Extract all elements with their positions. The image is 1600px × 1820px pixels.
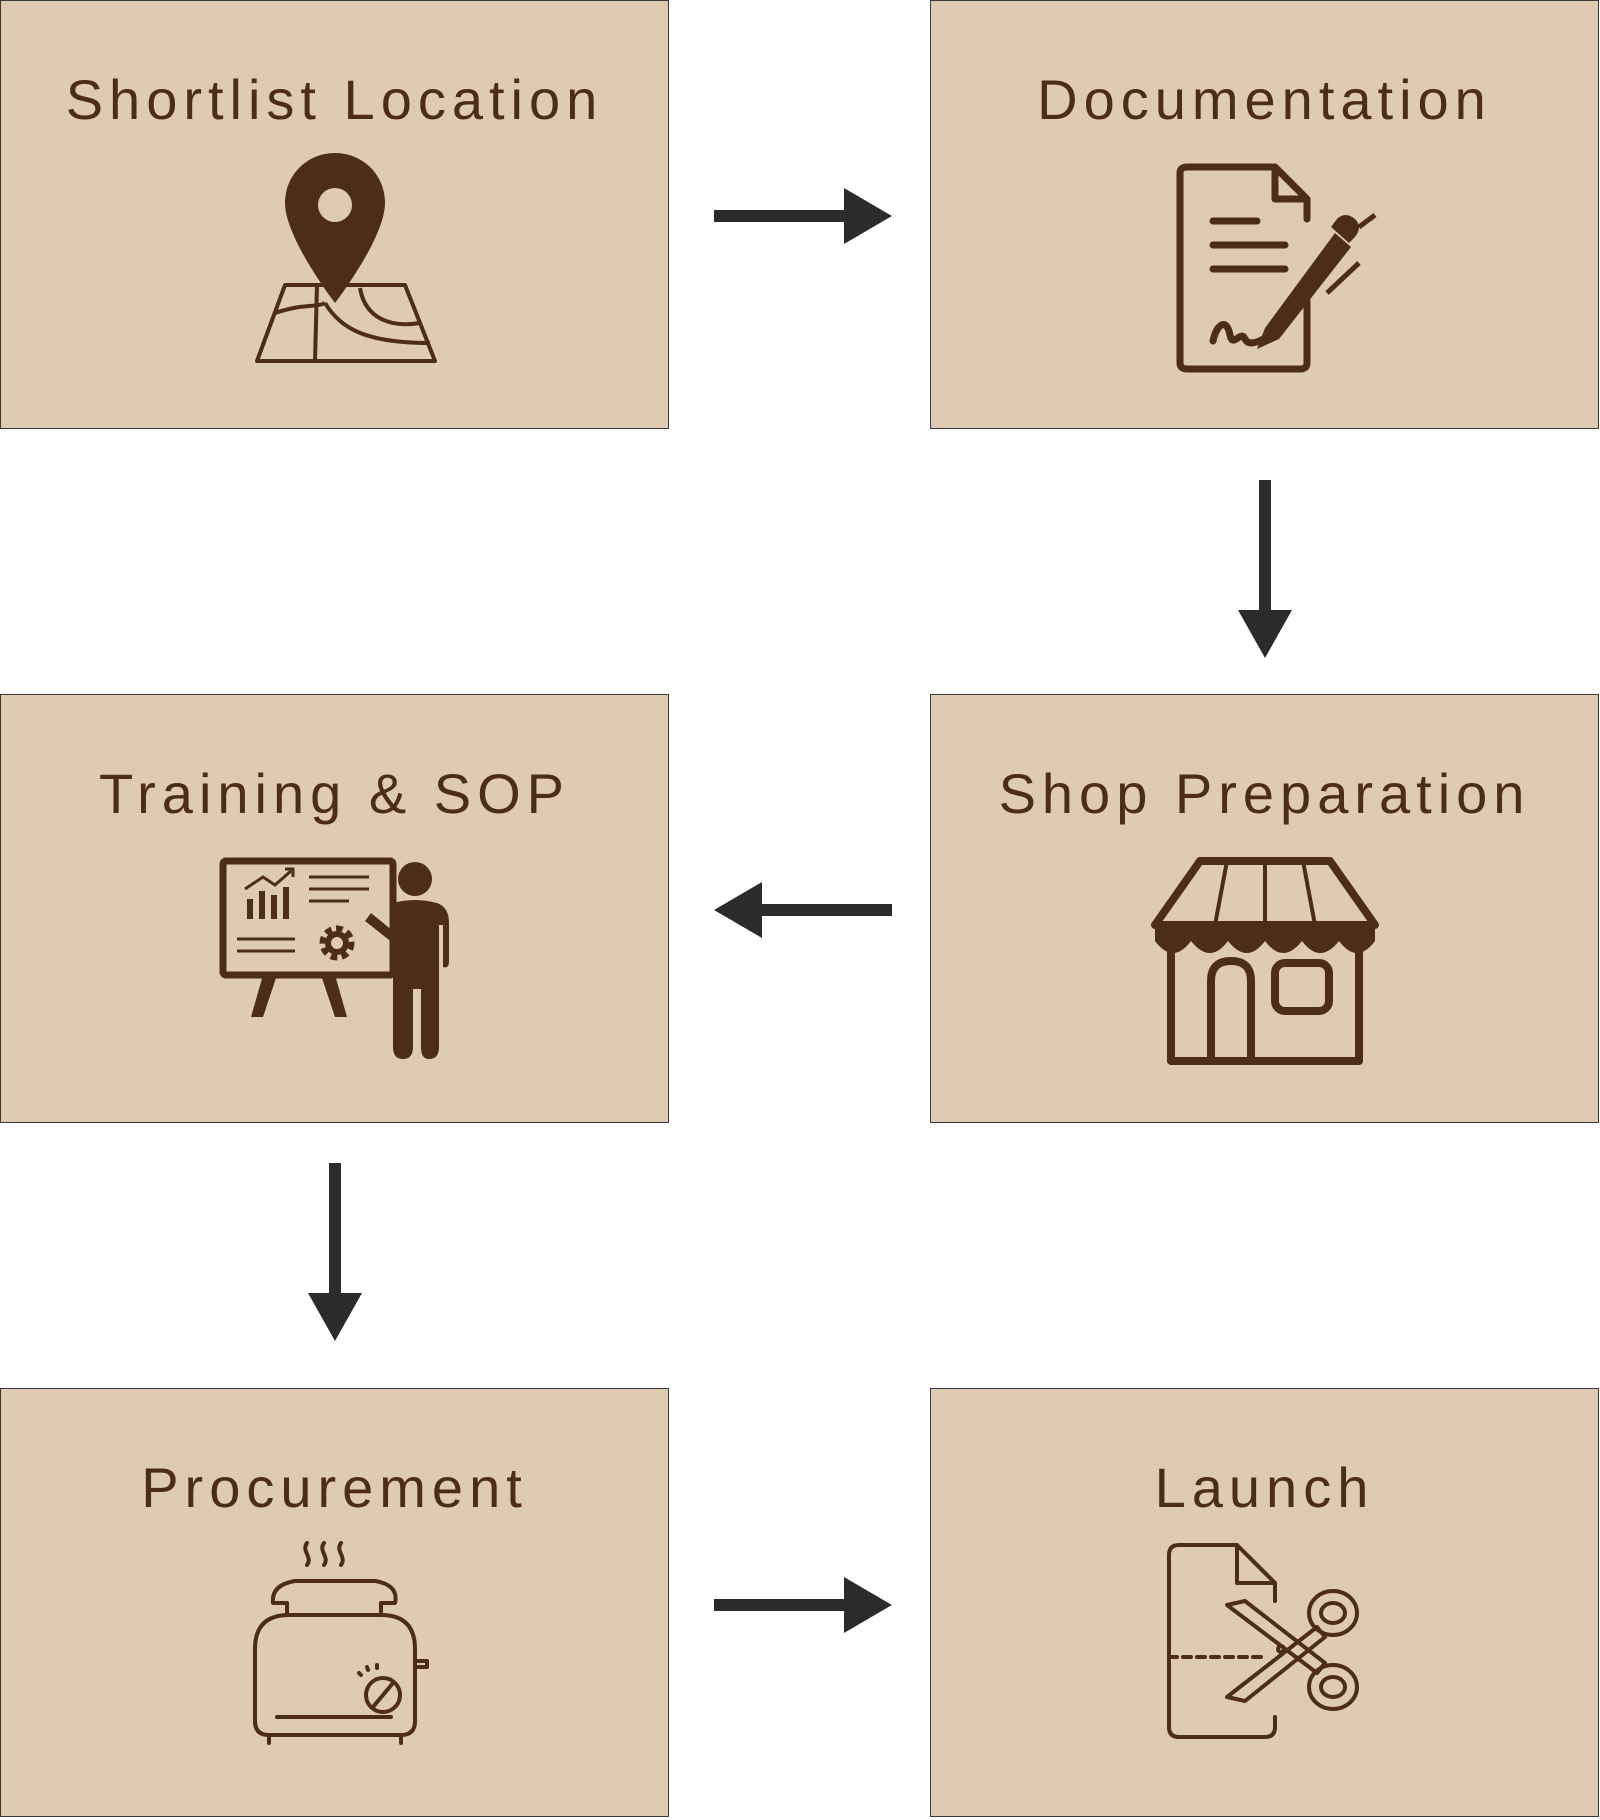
step-title: Training & SOP: [99, 762, 570, 825]
arrow-left-1: [714, 882, 892, 938]
arrow-right-1: [714, 188, 892, 244]
step-procurement: Procurement: [0, 1388, 669, 1817]
step-title: Shortlist Location: [65, 68, 604, 131]
arrow-down-1: [1238, 480, 1292, 658]
step-title: Shop Preparation: [998, 762, 1531, 825]
step-title: Documentation: [1037, 68, 1492, 131]
storefront-icon: [1145, 847, 1385, 1077]
step-launch: Launch: [930, 1388, 1599, 1817]
scissors-document-icon: [1145, 1541, 1385, 1771]
toaster-icon: [215, 1541, 455, 1771]
step-shortlist-location: Shortlist Location: [0, 0, 669, 429]
arrow-right-2: [714, 1577, 892, 1633]
document-sign-icon: [1145, 153, 1385, 383]
arrow-down-2: [308, 1163, 362, 1341]
map-pin-icon: [215, 153, 455, 383]
step-shop-preparation: Shop Preparation: [930, 694, 1599, 1123]
step-training-sop: Training & SOP: [0, 694, 669, 1123]
step-title: Launch: [1154, 1456, 1375, 1519]
step-title: Procurement: [141, 1456, 528, 1519]
presentation-icon: [215, 847, 455, 1077]
step-documentation: Documentation: [930, 0, 1599, 429]
